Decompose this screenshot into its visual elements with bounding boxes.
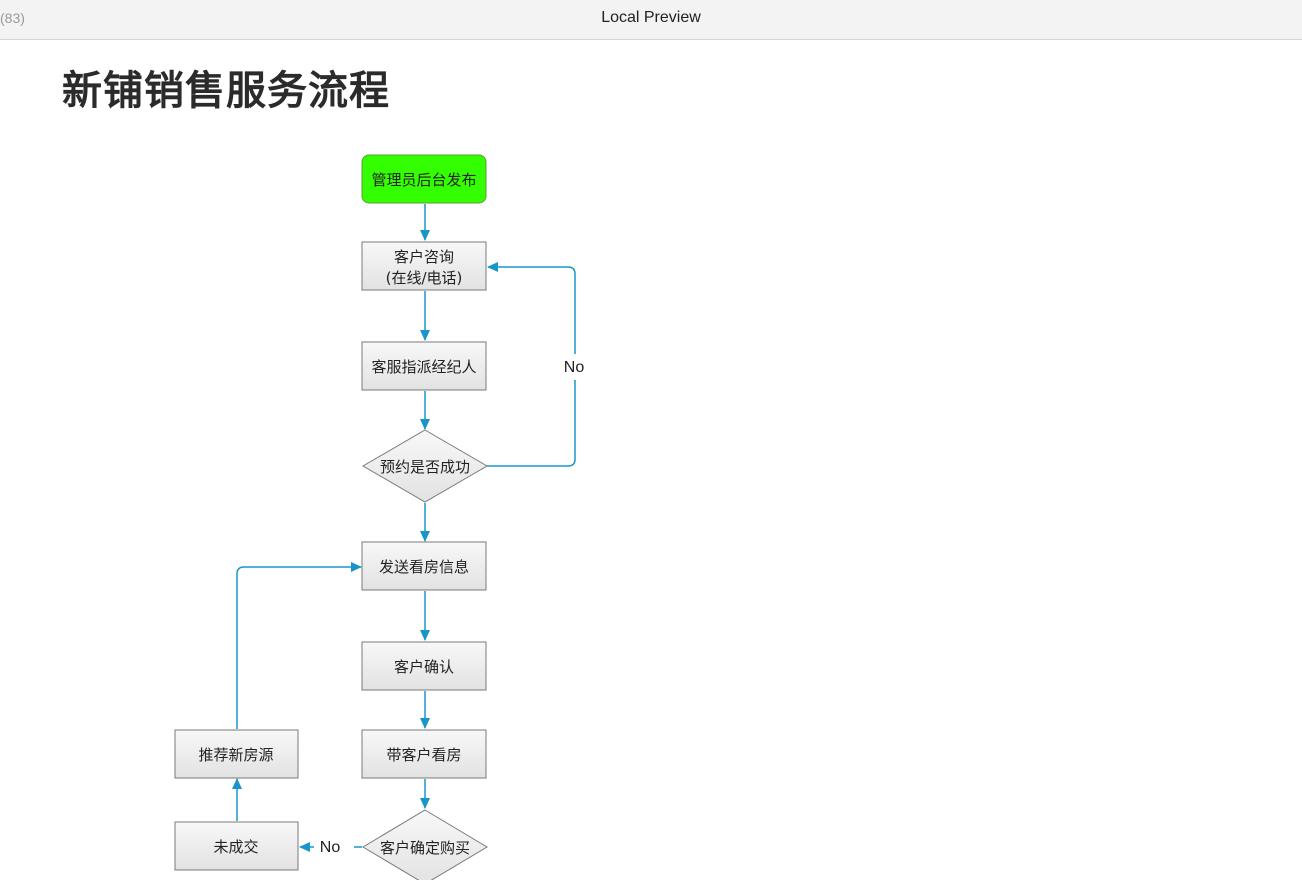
node-send-viewing-info-label: 发送看房信息 xyxy=(379,558,469,576)
node-appointment-decision-shape xyxy=(362,429,488,503)
node-customer-inquiry-label-1: 客户咨询 xyxy=(394,248,454,266)
node-admin-publish-label: 管理员后台发布 xyxy=(371,171,476,189)
node-customer-inquiry-box xyxy=(361,241,487,291)
node-customer-inquiry-label-2: (在线/电话) xyxy=(386,269,463,287)
node-recommend-new-label: 推荐新房源 xyxy=(198,746,273,764)
edge-label-appointment-no: No xyxy=(564,359,585,376)
node-recommend-new-box xyxy=(174,729,299,779)
node-purchase-decision-shape xyxy=(362,809,488,880)
node-admin-publish-box xyxy=(361,154,487,204)
edge-label-purchase-no: No xyxy=(320,839,341,856)
window-title: Local Preview xyxy=(601,9,701,26)
node-purchase-decision-label: 客户确定购买 xyxy=(380,839,470,857)
edge-recommend-to-send xyxy=(236,562,362,729)
node-no-deal-box xyxy=(174,821,299,871)
node-assign-agent-box xyxy=(361,341,487,391)
node-take-to-view-box xyxy=(361,729,487,779)
node-appointment-decision-label: 预约是否成功 xyxy=(380,458,470,476)
node-take-to-view-label: 带客户看房 xyxy=(386,746,461,764)
node-customer-confirm-box xyxy=(361,641,487,691)
page-title: 新铺销售服务流程 xyxy=(62,68,390,114)
title-bar: (83) Local Preview xyxy=(0,0,1302,40)
node-send-viewing-info-box xyxy=(361,541,487,591)
window-left-fragment: (83) xyxy=(0,10,25,26)
node-assign-agent-label: 客服指派经纪人 xyxy=(371,358,476,376)
node-no-deal-label: 未成交 xyxy=(213,838,258,856)
node-customer-confirm-label: 客户确认 xyxy=(394,658,454,676)
